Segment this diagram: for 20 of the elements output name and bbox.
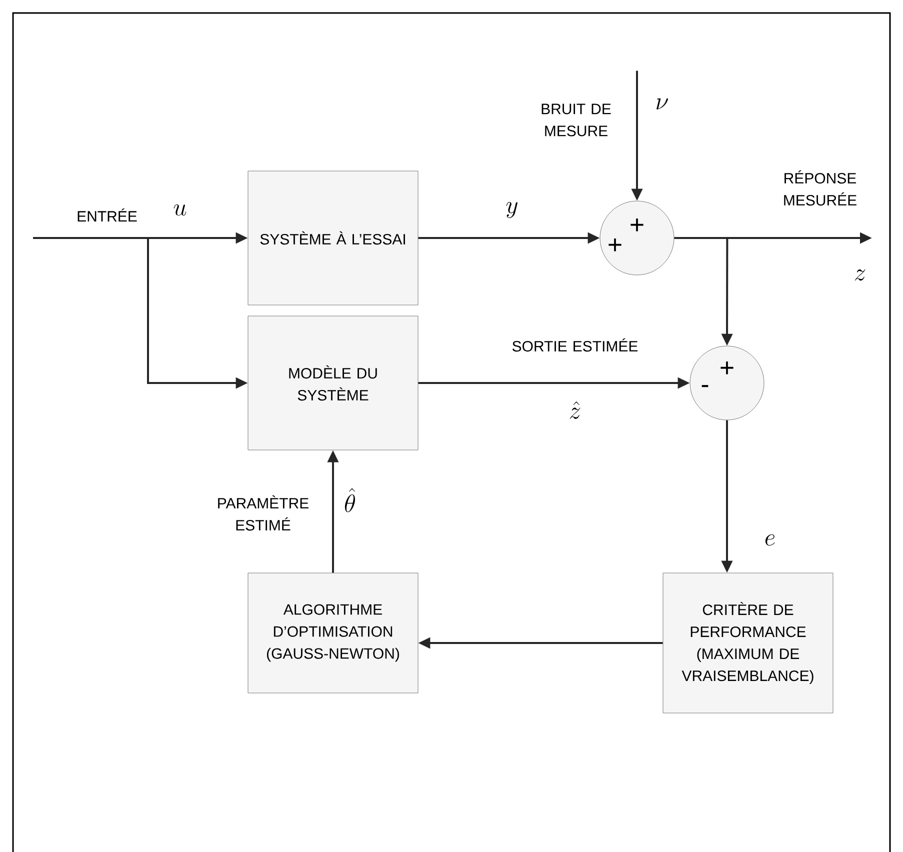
signal-symbol: $u$ (174, 204, 186, 216)
signal-label: SORTIE ESTIMÉE (512, 338, 638, 352)
signal-symbol: $\hat{\theta}$ (344, 488, 356, 512)
block-box: ALGORITHME D’OPTIMISATION (GAUSS-NEWTON) (248, 572, 418, 694)
signal-symbol: $\nu$ (656, 98, 668, 110)
signal-symbol: $z$ (854, 269, 866, 281)
signal-symbol: $e$ (765, 534, 775, 546)
signal-symbol: $\hat{z}$ (570, 401, 580, 419)
sign-label: + (608, 238, 622, 252)
sign-label: + (630, 218, 644, 232)
signal-symbol: $y$ (506, 202, 518, 218)
block-box: SYSTÈME À L’ESSAI (248, 170, 418, 306)
signal-label: RÉPONSE MESURÉE (784, 170, 856, 206)
signal-label: BRUIT DE MESURE (542, 104, 611, 136)
sign-label: + (720, 362, 734, 374)
sign-label: - (702, 385, 708, 388)
block-box: CRITÈRE DE PERFORMANCE (MAXIMUM DE VRAISEMBLANCE) (662, 572, 834, 714)
signal-label: PARAMÈTRE ESTIMÉ (218, 495, 308, 531)
signal-label: ENTRÉE (78, 208, 137, 222)
block-box: MODÈLE DU SYSTÈME (248, 316, 418, 450)
